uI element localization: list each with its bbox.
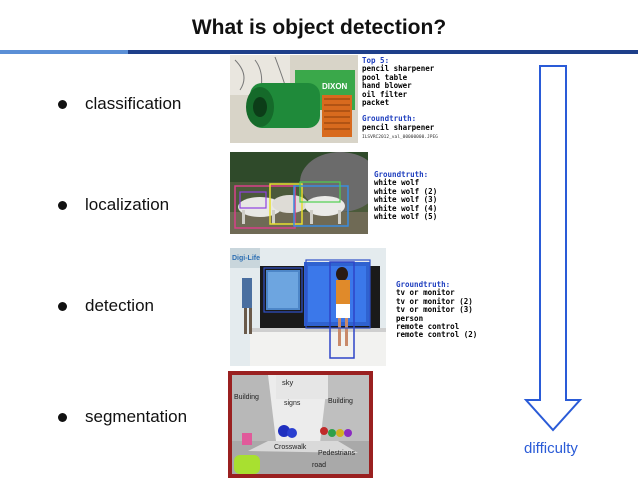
segmentation-image: sky Building signs Building Crosswalk Pe… (228, 371, 373, 478)
seg-label-building-right: Building (328, 398, 353, 405)
bullet-segmentation: segmentation (58, 407, 187, 427)
top5-item: packet (362, 98, 390, 108)
title-divider-dark (128, 50, 638, 54)
detection-labels: Groundtruth: tv or monitor tv or monitor… (396, 280, 478, 340)
groundtruth-item: white wolf (3) (374, 195, 438, 205)
top5-item: oil filter (362, 89, 408, 99)
groundtruth-item: tv or monitor (2) (396, 296, 473, 306)
seg-label-signs: signs (284, 400, 301, 407)
seg-label-crosswalk: Crosswalk (274, 444, 307, 451)
bullet-dot (58, 301, 67, 311)
seg-label-building-left: Building (234, 394, 259, 401)
groundtruth-header: Groundtruth: (374, 170, 429, 179)
top5-item: pool table (362, 72, 408, 82)
groundtruth-header: Groundtruth: (396, 280, 451, 289)
groundtruth-header: Groundtruth: (362, 114, 417, 124)
slide-title: What is object detection? (191, 16, 447, 39)
title-divider (0, 50, 638, 54)
bullet-label: classification (85, 94, 182, 113)
photo-text: DIXON (322, 82, 348, 91)
localization-labels: Groundtruth: white wolf white wolf (2) w… (374, 170, 438, 222)
top5-header: Top 5: (362, 56, 390, 65)
top5-item: pencil sharpener (362, 64, 435, 74)
bullet-label: localization (85, 195, 170, 214)
bullet-detection: detection (58, 296, 154, 316)
image-id: ILSVRC2012_val_00000000.JPEG (362, 135, 438, 141)
groundtruth-item: white wolf (374, 178, 420, 188)
top5-item: hand blower (362, 81, 412, 91)
groundtruth-item: tv or monitor (3) (396, 305, 473, 315)
groundtruth-item: white wolf (5) (374, 212, 438, 222)
bullet-label: detection (85, 296, 154, 315)
title-divider-light (0, 50, 128, 54)
detection-image: Digi-Life (230, 248, 386, 366)
difficulty-label: difficulty (524, 440, 578, 457)
classification-labels: Top 5: pencil sharpener pool table hand … (362, 56, 438, 141)
groundtruth-item: white wolf (4) (374, 203, 438, 213)
classification-image: DIXON (230, 55, 358, 143)
bullet-label: segmentation (85, 407, 188, 426)
sign-text: Digi-Life (232, 255, 260, 262)
bullet-dot (58, 412, 67, 422)
groundtruth-item: pencil sharpener (362, 122, 435, 132)
difficulty-arrow (520, 64, 586, 434)
seg-label-pedestrians: Pedestrians (318, 450, 355, 457)
groundtruth-item: tv or monitor (396, 288, 455, 298)
bullet-dot (58, 99, 67, 109)
groundtruth-item: remote control (396, 322, 460, 332)
groundtruth-item: white wolf (2) (374, 186, 438, 196)
bullet-localization: localization (58, 195, 169, 215)
groundtruth-item: remote control (2) (396, 330, 478, 340)
seg-label-sky: sky (282, 378, 294, 387)
seg-label-road: road (312, 462, 326, 469)
groundtruth-item: person (396, 313, 424, 323)
localization-image (230, 152, 368, 234)
bullet-classification: classification (58, 94, 181, 114)
bullet-dot (58, 200, 67, 210)
